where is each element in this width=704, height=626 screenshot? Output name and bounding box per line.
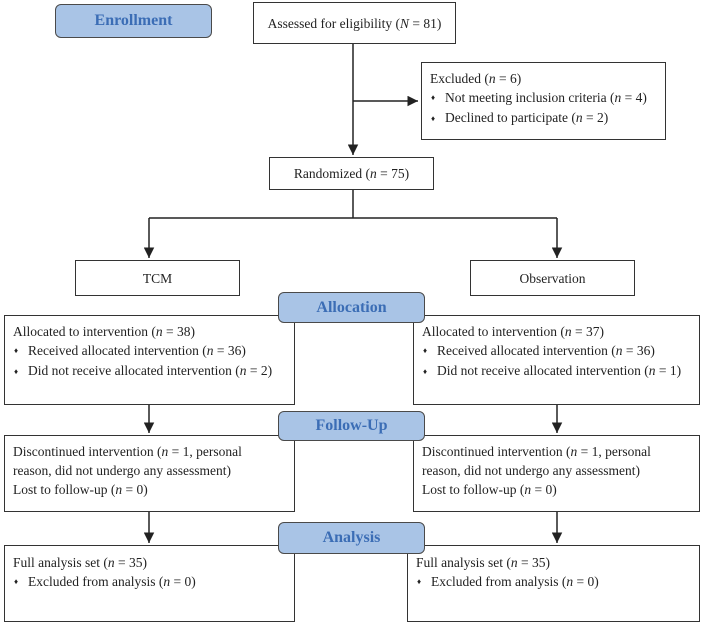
followup-line: reason, did not undergo any assessment) [13, 463, 231, 478]
analysis-box-right: Full analysis set (n = 35) ♦Excluded fro… [407, 545, 700, 622]
allocation-item: ♦Did not receive allocated intervention … [422, 361, 691, 381]
allocation-item: ♦Received allocated intervention (n = 36… [13, 341, 286, 361]
followup-line: Lost to follow-up (n = 0) [422, 482, 557, 497]
followup-line: reason, did not undergo any assessment) [422, 463, 640, 478]
analysis-title: Full analysis set (n = 35) [416, 555, 550, 570]
followup-line: Discontinued intervention (n = 1, person… [13, 444, 242, 459]
followup-line: Discontinued intervention (n = 1, person… [422, 444, 651, 459]
allocation-box-left: Allocated to intervention (n = 38) ♦Rece… [4, 315, 295, 405]
excluded-item: ♦Not meeting inclusion criteria (n = 4) [430, 88, 657, 108]
bullet-icon: ♦ [14, 346, 19, 356]
bullet-icon: ♦ [423, 346, 428, 356]
bullet-icon: ♦ [417, 577, 422, 587]
analysis-title: Full analysis set (n = 35) [13, 555, 147, 570]
followup-box-left: Discontinued intervention (n = 1, person… [4, 435, 295, 512]
analysis-item: ♦Excluded from analysis (n = 0) [416, 572, 691, 592]
arm-box-tcm: TCM [75, 260, 240, 296]
randomized-text: Randomized (n = 75) [293, 166, 410, 181]
bullet-icon: ♦ [14, 366, 19, 376]
analysis-item: ♦Excluded from analysis (n = 0) [13, 572, 286, 592]
bullet-icon: ♦ [431, 93, 436, 103]
eligibility-box: Assessed for eligibility (N = 81) [253, 2, 456, 44]
followup-line: Lost to follow-up (n = 0) [13, 482, 148, 497]
excluded-title: Excluded (n = 6) [430, 71, 522, 86]
allocation-item: ♦Did not receive allocated intervention … [13, 361, 286, 381]
stage-enrollment: Enrollment [55, 4, 212, 38]
randomized-box: Randomized (n = 75) [269, 157, 434, 190]
arm-box-observation: Observation [470, 260, 635, 296]
bullet-icon: ♦ [423, 366, 428, 376]
excluded-item: ♦Declined to participate (n = 2) [430, 108, 657, 128]
allocation-item: ♦Received allocated intervention (n = 36… [422, 341, 691, 361]
allocation-title: Allocated to intervention (n = 37) [422, 324, 604, 339]
bullet-icon: ♦ [14, 577, 19, 587]
eligibility-text: Assessed for eligibility (N = 81) [267, 15, 442, 31]
allocation-box-right: Allocated to intervention (n = 37) ♦Rece… [413, 315, 700, 405]
analysis-box-left: Full analysis set (n = 35) ♦Excluded fro… [4, 545, 295, 622]
stage-allocation: Allocation [278, 292, 425, 323]
stage-follow-up: Follow-Up [278, 411, 425, 441]
followup-box-right: Discontinued intervention (n = 1, person… [413, 435, 700, 512]
bullet-icon: ♦ [431, 113, 436, 123]
excluded-box: Excluded (n = 6) ♦Not meeting inclusion … [421, 62, 666, 140]
stage-analysis: Analysis [278, 522, 425, 554]
allocation-title: Allocated to intervention (n = 38) [13, 324, 195, 339]
